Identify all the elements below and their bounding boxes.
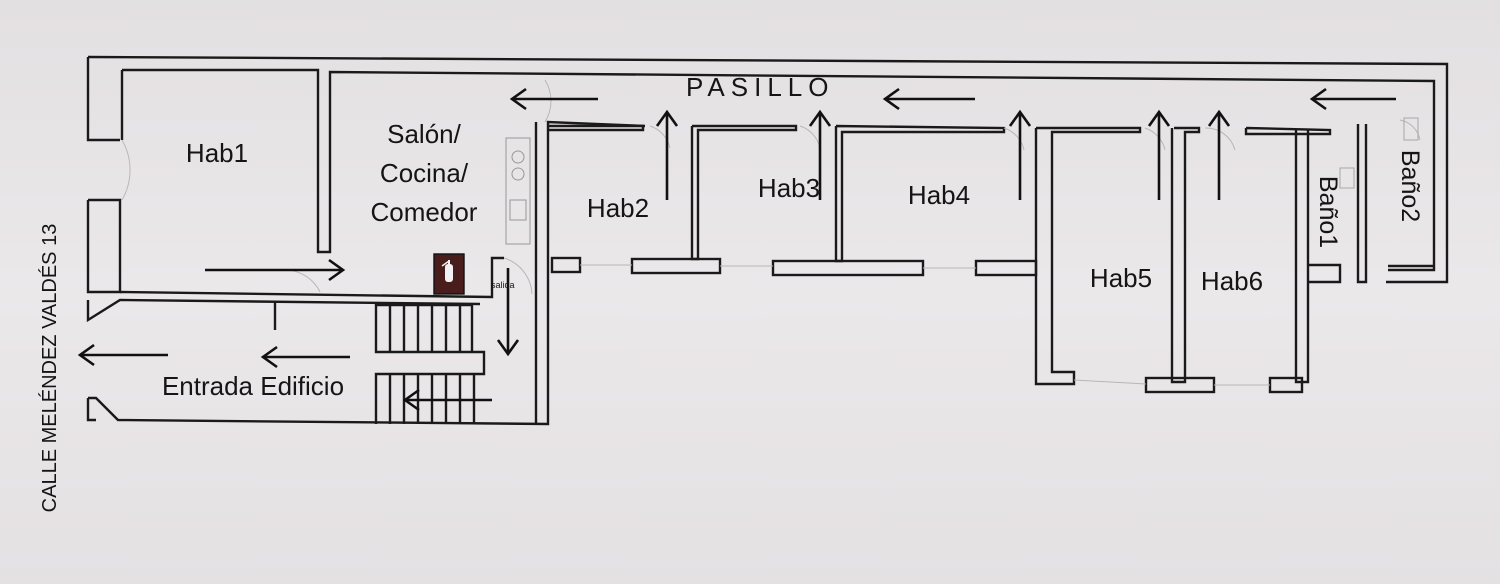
- evacuation-arrow-icon: [260, 345, 350, 369]
- evacuation-arrow-icon: [655, 109, 679, 200]
- hab3-hab4-partition: [834, 124, 1006, 263]
- room-label-salon: Salón/: [387, 119, 461, 149]
- outer-wall-top: [87, 55, 1449, 284]
- evacuation-arrow-icon: [1207, 109, 1231, 200]
- entrance-wall-bottom: [88, 120, 646, 426]
- bathroom-fixtures: [1339, 117, 1419, 189]
- entrance-label: Entrada Edificio: [162, 371, 344, 401]
- door-swings: [121, 79, 1421, 386]
- hab6-top-wall: [1244, 126, 1332, 136]
- outer-wall-left: [86, 57, 120, 142]
- room-label-hab3: Hab3: [758, 173, 820, 203]
- room-label-hab5: Hab5: [1090, 263, 1152, 293]
- evacuation-arrow-icon: [496, 268, 520, 357]
- hab5-outer-wall: [1034, 126, 1142, 386]
- exit-sign-label: salida: [491, 280, 515, 290]
- room-label-bano1: Baño1: [1314, 176, 1342, 248]
- room-label-cocina: Cocina/: [380, 158, 469, 188]
- evacuation-arrow-icon: [509, 87, 598, 111]
- walls: [86, 55, 1449, 426]
- room-label-hab4: Hab4: [908, 180, 970, 210]
- fire-extinguisher-icon: [433, 253, 465, 295]
- evacuation-arrow-icon: [205, 258, 346, 282]
- evacuation-arrow-icon: [77, 343, 168, 367]
- evacuation-arrow-icon: [882, 87, 975, 111]
- street-label: CALLE MELÉNDEZ VALDÉS 13: [38, 224, 61, 513]
- hab5-hab6-partition: [1170, 126, 1201, 384]
- entrance-wall-top: [86, 298, 481, 323]
- evacuation-arrow-icon: [1147, 109, 1171, 200]
- evacuation-arrow-icon: [1008, 109, 1032, 200]
- room-label-hab6: Hab6: [1201, 266, 1263, 296]
- inner-wall-top-line: [122, 68, 1436, 272]
- room-label-hab2: Hab2: [587, 193, 649, 223]
- bano1-wall: [1308, 263, 1342, 284]
- evacuation-arrow-icon: [808, 109, 832, 200]
- room-label-bano2: Baño2: [1396, 150, 1424, 222]
- evacuation-arrow-icon: [1309, 87, 1396, 111]
- room-label-comedor: Comedor: [371, 197, 478, 227]
- room-label-hab1: Hab1: [186, 138, 248, 168]
- hab2-top-wall: [548, 124, 645, 132]
- entrance-left-jamb: [86, 398, 96, 422]
- evacuation-arrow-icon: [402, 388, 492, 412]
- bano-partition: [1356, 124, 1368, 284]
- corridor-label: PASILLO: [686, 72, 834, 102]
- evacuation-arrows: [77, 87, 1396, 412]
- hab2-hab3-partition: [690, 124, 798, 261]
- kitchen-counter: [505, 137, 531, 245]
- hab1-bottom-wall: [119, 256, 504, 299]
